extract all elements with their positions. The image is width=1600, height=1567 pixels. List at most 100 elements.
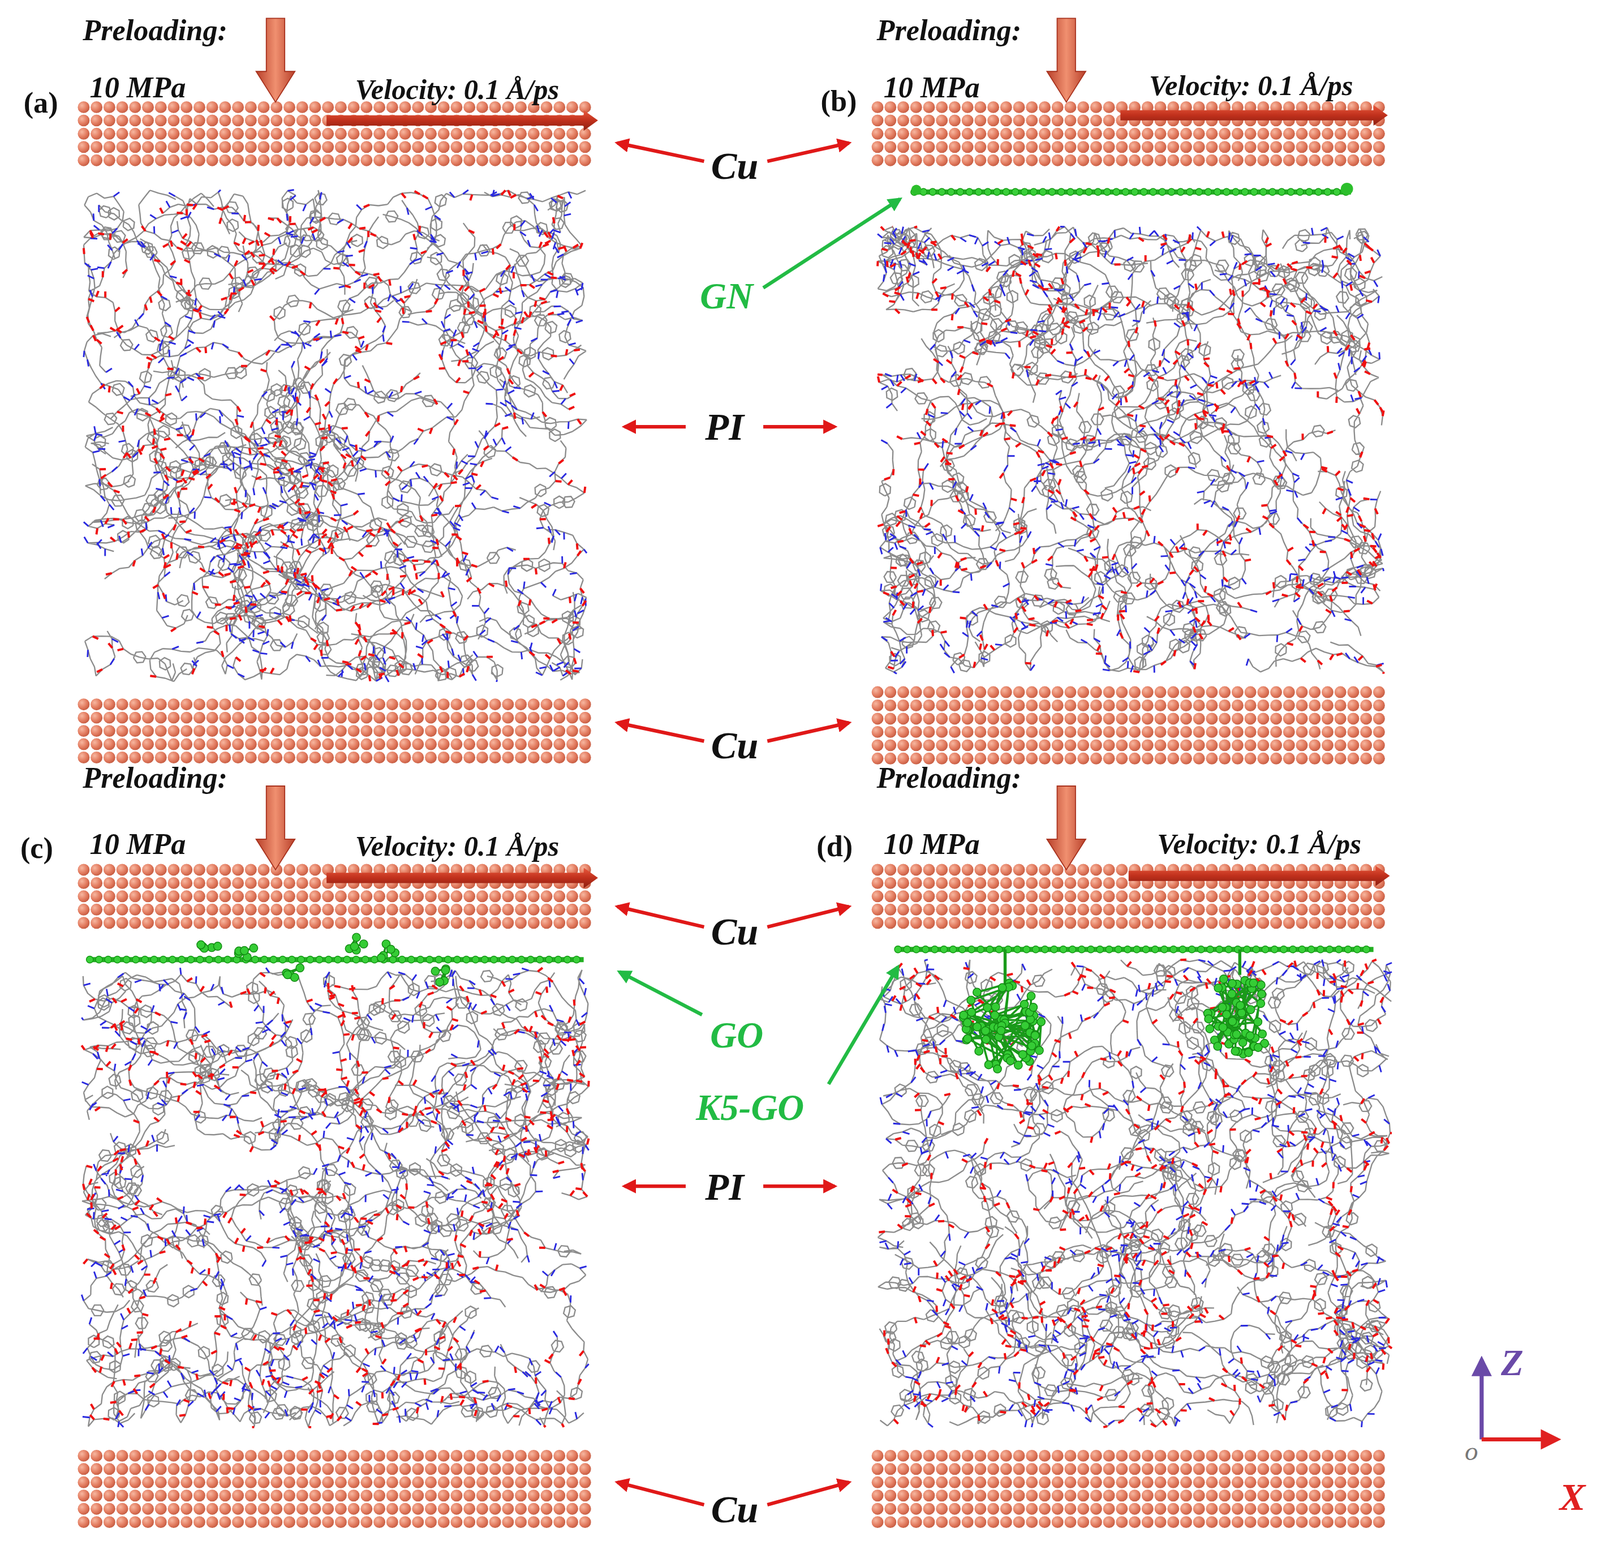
cu-atom xyxy=(1051,738,1064,751)
cu-atom xyxy=(283,711,296,724)
cu-atom xyxy=(244,1502,257,1515)
cu-atom xyxy=(1321,1462,1334,1475)
cu-atom xyxy=(142,863,154,876)
cu-atom xyxy=(527,1502,540,1515)
cu-atom xyxy=(553,1502,566,1515)
cu-atom xyxy=(142,1462,154,1475)
cu-atom xyxy=(1128,738,1141,751)
cu-atom xyxy=(1193,712,1206,725)
cu-atom xyxy=(1000,114,1013,127)
cu-atom xyxy=(1193,699,1206,712)
cu-atom xyxy=(935,1449,948,1462)
cu-atom xyxy=(77,876,90,889)
cu-atom xyxy=(527,711,540,724)
carbon-atom xyxy=(1076,188,1083,196)
cu-atom xyxy=(1103,699,1116,712)
cu-atom xyxy=(1334,140,1347,153)
cu-atom xyxy=(923,863,936,876)
cu-atom xyxy=(1321,140,1334,153)
cu-atom xyxy=(206,751,219,764)
cu-atom xyxy=(1167,140,1180,153)
cu-atom xyxy=(1205,916,1218,929)
carbon-atom xyxy=(1344,945,1352,953)
cu-atom xyxy=(168,101,180,114)
cu-atom xyxy=(489,711,502,724)
cu-atom xyxy=(1141,1502,1154,1515)
cu-atom xyxy=(1347,752,1359,765)
cu-atom xyxy=(386,903,399,916)
cu-atom xyxy=(1115,1462,1128,1475)
cu-atom xyxy=(1013,1515,1026,1528)
carbon-atom xyxy=(956,188,964,196)
cu-atom xyxy=(128,154,141,167)
carbon-atom xyxy=(1057,188,1065,196)
cu-atom xyxy=(321,903,334,916)
cu-atom xyxy=(1090,686,1103,699)
cu-atom xyxy=(334,1449,347,1462)
cu-atom xyxy=(77,1489,90,1501)
cu-atom xyxy=(321,1449,334,1462)
carbon-atom xyxy=(958,945,966,953)
cu-atom xyxy=(1308,140,1321,153)
cu-atom xyxy=(1115,889,1128,902)
group-atom xyxy=(973,1022,982,1031)
cu-atom xyxy=(1283,1489,1296,1501)
cu-atom xyxy=(257,1476,270,1488)
cu-atom xyxy=(347,916,360,929)
cu-atom xyxy=(1064,114,1077,127)
cu-atom xyxy=(1373,725,1386,738)
cu-atom xyxy=(1013,889,1026,902)
cu-atom xyxy=(360,1462,373,1475)
cu-atom xyxy=(103,711,116,724)
cu-atom xyxy=(1218,712,1231,725)
cu-atom xyxy=(1025,114,1038,127)
cu-atom xyxy=(1154,725,1167,738)
cu-atom xyxy=(579,889,592,902)
cu-atom xyxy=(540,1476,553,1488)
cu-atom xyxy=(514,1515,527,1528)
cu-atom xyxy=(579,1462,592,1475)
cu-atom xyxy=(193,1489,206,1501)
carbon-atom xyxy=(517,956,525,963)
cu-atom xyxy=(283,698,296,711)
cu-atom xyxy=(1090,863,1103,876)
cu-atom xyxy=(399,1449,412,1462)
cu-atom xyxy=(1051,712,1064,725)
cu-atom xyxy=(257,1515,270,1528)
cu-atom xyxy=(424,698,437,711)
cu-atom xyxy=(77,127,90,140)
cu-atom xyxy=(360,903,373,916)
cu-atom xyxy=(1283,1515,1296,1528)
cu-atom xyxy=(1308,916,1321,929)
cu-atom xyxy=(437,711,450,724)
cu-atom xyxy=(540,711,553,724)
cu-atom xyxy=(987,889,1000,902)
cu-atom xyxy=(77,698,90,711)
cu-atom xyxy=(923,876,936,889)
cu-atom xyxy=(283,154,296,167)
cu-atom xyxy=(987,154,1000,167)
cu-atom xyxy=(206,114,219,127)
cu-atom xyxy=(168,889,180,902)
cu-atom xyxy=(257,889,270,902)
cu-atom xyxy=(257,114,270,127)
cu-atom xyxy=(193,903,206,916)
cu-atom xyxy=(1167,686,1180,699)
cu-atom xyxy=(1180,916,1193,929)
cu-atom xyxy=(116,724,129,737)
cu-atom xyxy=(155,711,167,724)
cu-atom xyxy=(1115,699,1128,712)
cu-atom xyxy=(489,916,502,929)
cu-atom xyxy=(476,738,489,751)
cu-atom xyxy=(948,1502,961,1515)
cu-atom xyxy=(1064,738,1077,751)
carbon-atom xyxy=(1287,188,1294,196)
cu-atom xyxy=(1360,140,1372,153)
cu-atom xyxy=(935,903,948,916)
cu-atom xyxy=(1077,140,1090,153)
cu-atom xyxy=(579,751,592,764)
cu-atom xyxy=(1231,725,1244,738)
cu-atom xyxy=(347,1449,360,1462)
cu-atom xyxy=(1038,101,1051,114)
